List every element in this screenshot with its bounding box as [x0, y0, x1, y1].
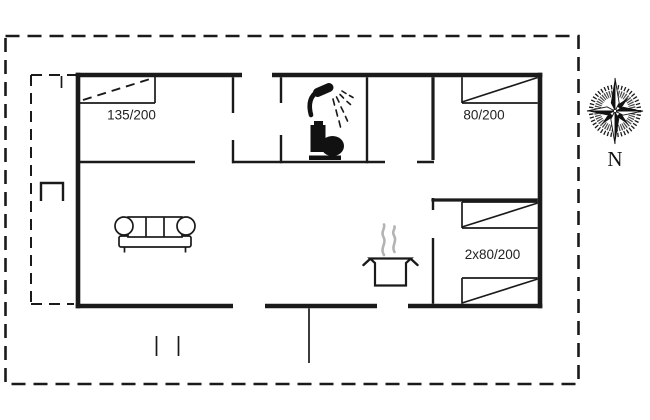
sofa-feet	[123, 247, 187, 253]
shower-spray	[332, 90, 354, 128]
annex-outline	[30, 74, 76, 305]
pot-handles	[362, 257, 419, 267]
sofa-icon	[114, 216, 196, 253]
terrace-marks	[155, 308, 310, 363]
bed-135-200	[78, 76, 156, 104]
bed-80-200	[461, 76, 538, 104]
steam-icon	[381, 223, 386, 257]
toilet-icon	[309, 121, 344, 160]
terrace-ticks	[155, 336, 180, 356]
bed3-size-label: 2x80/200	[465, 247, 521, 262]
twin-beds-2x80-200	[461, 201, 538, 304]
sofa-arm-left	[114, 216, 134, 236]
bed1-size-label: 135/200	[107, 108, 156, 123]
house-walls	[75, 72, 543, 309]
sofa-arm-right	[176, 216, 196, 236]
bed2-size-label: 80/200	[463, 108, 504, 123]
north-label: N	[607, 147, 622, 171]
sofa-cushions	[127, 216, 183, 238]
property-boundary	[4, 34, 580, 386]
shower-icon	[307, 83, 354, 128]
compass-rose-icon	[586, 77, 644, 145]
annex-bracket	[39, 181, 65, 201]
cooking-pot-icon	[362, 223, 419, 287]
shower-head	[313, 83, 334, 97]
